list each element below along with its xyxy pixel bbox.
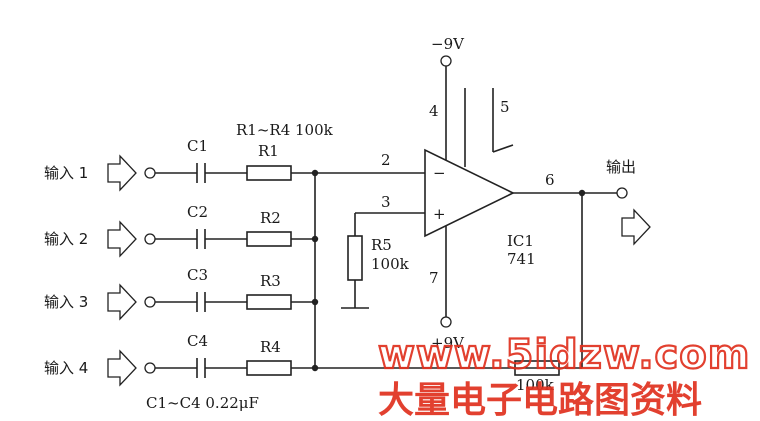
resistor-r4-label: R4 [260,338,281,356]
resistor-r4 [246,360,292,376]
resistor-r2-label: R2 [260,209,281,227]
pin-3-label: 3 [381,193,391,211]
junction-dot [311,298,319,306]
capacitor-c3-label: C3 [187,266,208,284]
resistor-r3 [246,294,292,310]
input-row-4: 输入 4 C4 R4 [44,332,582,387]
pin-7-label: 7 [429,269,439,287]
resistor-r1-label: R1 [258,142,279,160]
input-2-label: 输入 2 [44,230,88,248]
capacitor-group-label: C1~C4 0.22μF [146,394,259,412]
output-label: 输出 [606,158,636,176]
input-1-terminal [144,167,156,179]
supply-neg-label: −9V [431,35,465,53]
non-inverting-sign: + [433,205,446,223]
junction-dot [311,169,319,177]
output-arrow-icon [621,208,651,246]
op-amp-ic1: − + 2 3 IC1 741 [381,148,536,268]
input-3-terminal [144,296,156,308]
input-2-arrow-icon [107,220,137,258]
pin-4-label: 4 [429,102,439,120]
capacitor-c1-label: C1 [187,137,208,155]
pin-6-label: 6 [545,171,555,189]
resistor-r5-label: R5 [371,236,392,254]
input-row-2: 输入 2 C2 R2 [44,203,315,258]
watermark-site: www.5idzw.com [378,332,750,378]
resistor-group-label: R1~R4 100k [236,121,334,139]
input-row-3: 输入 3 C3 R3 [44,266,315,321]
input-1-label: 输入 1 [44,164,88,182]
input-1-arrow-icon [107,154,137,192]
ic-part-label: 741 [507,250,536,268]
feedback-resistor [514,360,560,376]
output-terminal [616,187,628,199]
resistor-r2 [246,231,292,247]
watermark-text: 大量电子电路图资料 [378,380,702,421]
input-2-terminal [144,233,156,245]
input-row-1: 输入 1 C1 R1 [44,137,425,192]
supply-neg-terminal [440,55,452,67]
input-3-arrow-icon [107,283,137,321]
inverting-sign: − [433,164,446,182]
pin-2-label: 2 [381,151,391,169]
input-4-label: 输入 4 [44,359,88,377]
resistor-r3-label: R3 [260,272,281,290]
watermark: www.5idzw.com 大量电子电路图资料 [377,331,751,421]
resistor-r5-value: 100k [371,255,410,273]
ic-name-label: IC1 [507,232,534,250]
feedback-resistor-value: 100k [516,376,555,394]
input-4-terminal [144,362,156,374]
capacitor-c4-label: C4 [187,332,208,350]
resistor-r1 [246,165,292,181]
supply-pos-terminal [440,316,452,328]
input-4-arrow-icon [107,349,137,387]
junction-dot [311,235,319,243]
supply-pos-label: +9V [431,334,465,352]
resistor-r5 [347,235,363,281]
capacitor-c2-label: C2 [187,203,208,221]
junction-dot [311,364,319,372]
pin-5-label: 5 [500,98,510,116]
input-3-label: 输入 3 [44,293,88,311]
